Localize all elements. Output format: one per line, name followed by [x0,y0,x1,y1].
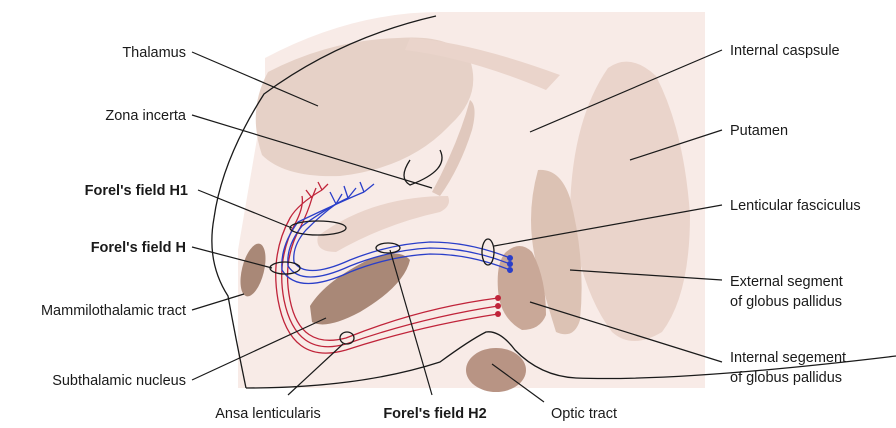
label-internal-gp-line1: Internal segement [730,350,846,366]
label-putamen: Putamen [730,123,788,139]
label-subthalamic-nucleus: Subthalamic nucleus [52,373,186,389]
label-zona-incerta: Zona incerta [105,108,187,124]
label-forel-field-h2: Forel's field H2 [383,406,486,422]
label-external-gp-line2: of globus pallidus [730,294,842,310]
red-fiber-endings [495,295,501,317]
label-internal-gp-line2: of globus pallidus [730,370,842,386]
label-forel-field-h: Forel's field H [91,240,186,256]
label-lenticular-fasciculus: Lenticular fasciculus [730,198,861,214]
label-optic-tract: Optic tract [551,406,617,422]
label-internal-capsule: Internal caspsule [730,43,840,59]
label-mammilothalamic-tract: Mammilothalamic tract [41,303,186,319]
label-thalamus: Thalamus [122,45,186,61]
blue-fiber-endings [507,255,513,273]
optic-tract-shape [466,348,526,392]
label-ansa-lenticularis: Ansa lenticularis [215,406,321,422]
label-external-gp-line1: External segment [730,274,843,290]
label-forel-field-h1: Forel's field H1 [85,183,188,199]
